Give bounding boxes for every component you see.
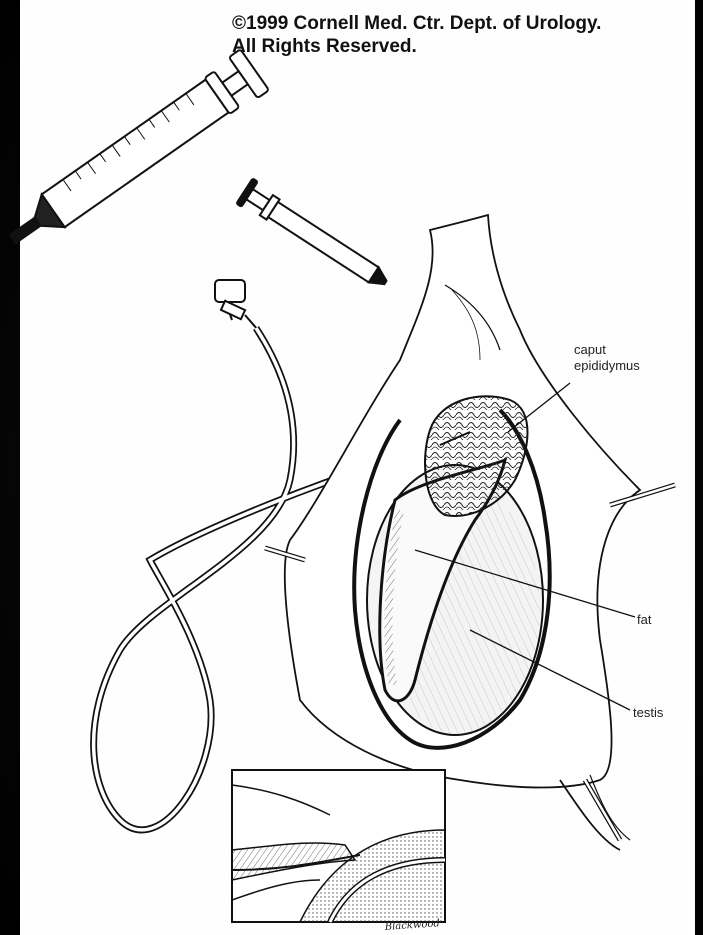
fat-label: fat [637, 612, 651, 628]
caput-label-line2: epididymus [574, 358, 640, 374]
copyright-notice: ©1999 Cornell Med. Ctr. Dept. of Urology… [232, 12, 601, 58]
small-syringe [236, 178, 393, 295]
stopcock [215, 280, 258, 330]
copyright-line-2: All Rights Reserved. [232, 35, 601, 58]
large-syringe [0, 49, 269, 259]
testis-label: testis [633, 705, 663, 721]
detail-inset [232, 770, 445, 922]
caput-label-line1: caput [574, 342, 606, 358]
copyright-line-1: ©1999 Cornell Med. Ctr. Dept. of Urology… [232, 12, 601, 35]
